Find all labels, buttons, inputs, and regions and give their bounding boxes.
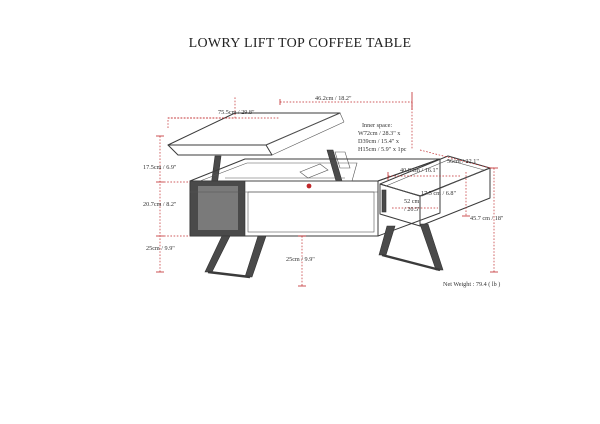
drawer-width-label: 40.8 cm / 16.1": [400, 167, 439, 174]
inner-space-height: H15cm / 5.9" x 1pc: [358, 146, 407, 153]
table-legs: [204, 223, 444, 279]
table-illustration: [167, 112, 491, 279]
clearance-label: 25cm / 9.9": [286, 256, 315, 263]
inner-space-width: W72cm / 28.3" x: [358, 130, 401, 137]
lift-height-label: 17.5cm / 6.9": [143, 164, 177, 171]
drawer-inner-label-2: / 20.5": [404, 206, 421, 213]
page-title: LOWRY LIFT TOP COFFEE TABLE: [189, 36, 412, 51]
leg-height-label: 25cm / 9.9": [146, 245, 175, 252]
top-depth-label: 46.2cm / 18.2": [315, 95, 352, 102]
inner-space-marker: [306, 183, 312, 189]
inner-space-note: Inner space: W72cm / 28.3" x D39cm / 15.…: [358, 122, 407, 153]
inner-space-depth: D39cm / 15.4" x: [358, 138, 400, 145]
body-height-label: 20.7cm / 8.2": [143, 201, 177, 208]
inner-space-heading: Inner space:: [362, 122, 392, 129]
top-width-label: 75.5cm / 29.8": [218, 109, 255, 116]
drawer-inner-label-1: 52 cm: [404, 198, 419, 205]
dimension-labels: 75.5cm / 29.8" 46.2cm / 18.2" 17.5cm / 6…: [143, 95, 504, 263]
table-body: [189, 158, 441, 237]
lift-top-panel: [167, 112, 345, 156]
net-weight-label: Net Weight : 79.4 ( lb ): [443, 281, 500, 288]
drawer-depth-label: 56cm / 22.1": [447, 158, 479, 165]
dimension-lines: [156, 92, 498, 287]
total-height-label: 45.7 cm / 18": [470, 215, 504, 222]
drawer-height-label: 17.5 cm / 6.8": [421, 190, 456, 197]
